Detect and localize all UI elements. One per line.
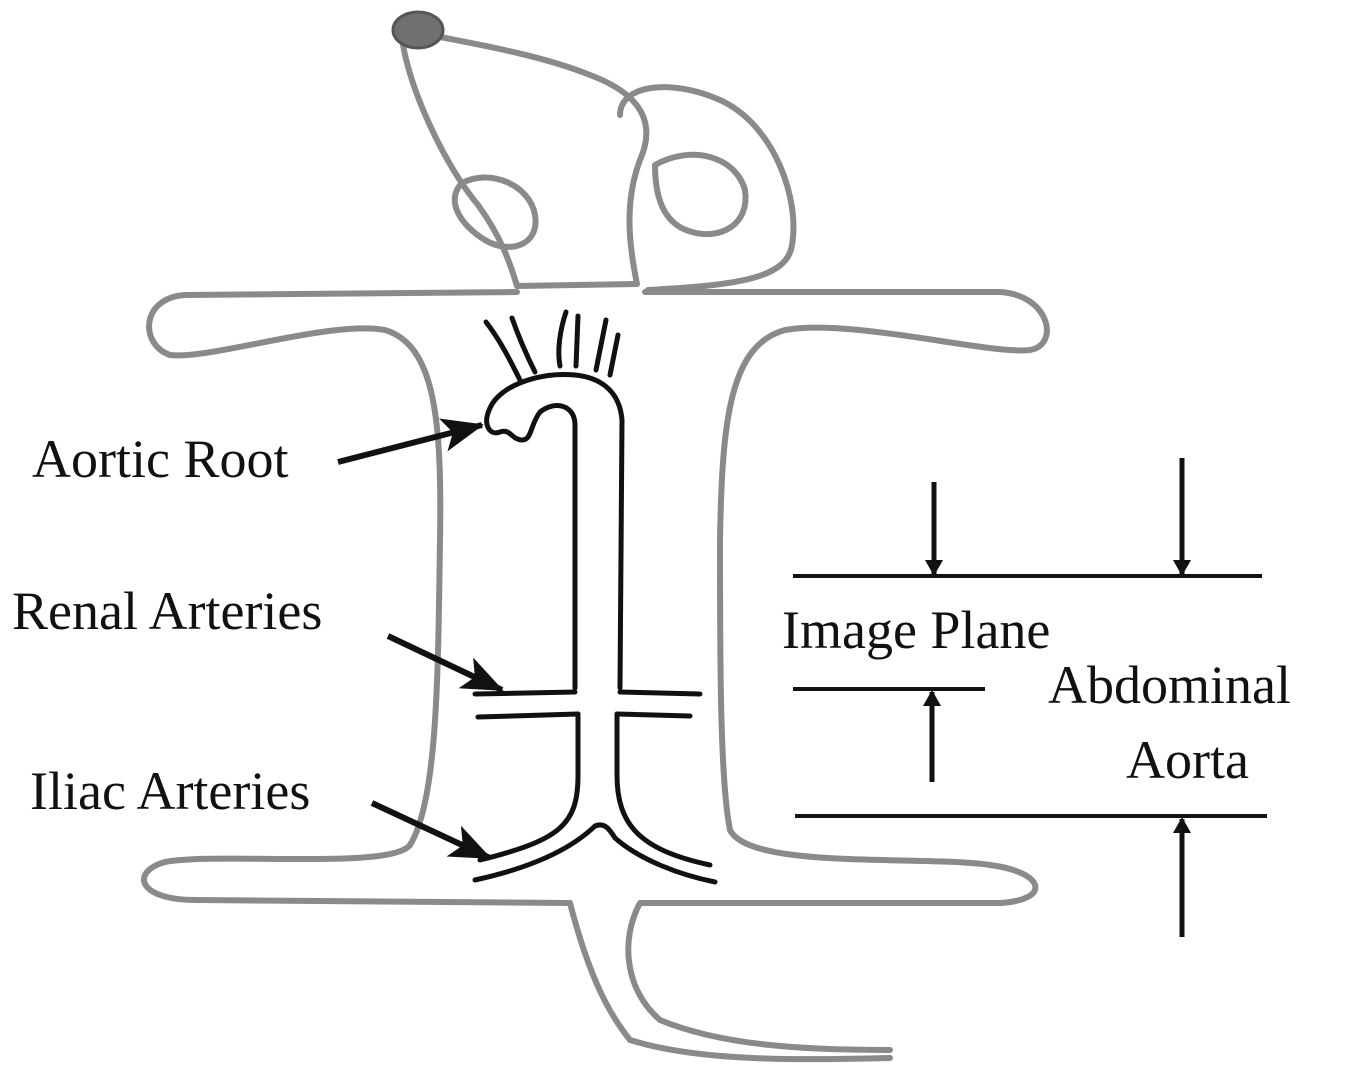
arch-branch-6 [610,335,618,375]
arch-branch-3 [559,312,566,366]
mouse-body-right [628,292,1047,1050]
aortic-arch [487,375,622,688]
lower-aorta-left [480,714,578,860]
arrow-renal-arteries [388,636,502,690]
renal-artery-right-upper [620,692,700,694]
arch-branch-5 [596,320,606,370]
lower-aorta-right [617,714,710,865]
mouse-ear-right-inner [655,155,746,234]
arch-branch-2 [512,318,535,372]
label-aortic-root: Aortic Root [32,432,288,486]
mouse-nose [393,12,443,48]
label-iliac-arteries: Iliac Arteries [30,764,310,818]
renal-artery-left-lower [478,714,578,717]
label-image-plane: Image Plane [782,603,1050,657]
renal-artery-right-lower [617,714,690,716]
aorta-vessels [475,312,715,882]
label-renal-arteries: Renal Arteries [12,584,322,638]
arrow-iliac-arteries [372,803,490,858]
mouse-outline [144,35,1047,1059]
mouse-head [403,35,646,286]
label-aorta: Aorta [1126,733,1249,787]
renal-artery-left-upper [475,692,575,694]
arch-branch-4 [576,316,578,366]
arrow-aortic-root [338,425,482,462]
label-arrows [338,425,502,858]
label-abdominal: Abdominal [1048,658,1291,712]
